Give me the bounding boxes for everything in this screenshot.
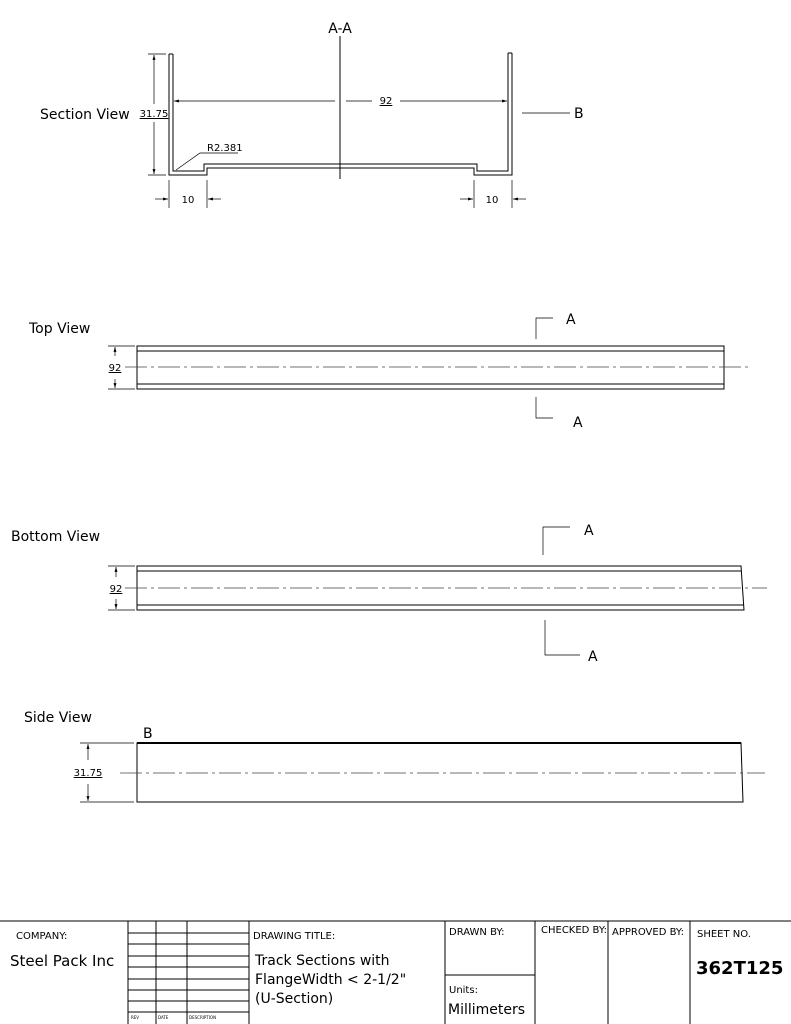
section-marker-a: A: [573, 415, 583, 431]
section-marker-a: A: [584, 523, 594, 539]
width-dim-text: 92: [380, 96, 393, 107]
drawing-title-line-1: Track Sections with: [254, 953, 390, 969]
section-marker-line: [535, 397, 553, 419]
section-marker-line: [535, 317, 553, 339]
top-view-outline: [136, 345, 725, 390]
description-header: DESCRIPTION: [189, 1015, 216, 1020]
company-name: Steel Pack Inc: [10, 952, 114, 970]
section-marker-line: [544, 620, 580, 656]
drawing-title-line-2: FlangeWidth < 2-1/2": [255, 972, 406, 988]
bottom-view-outline: [136, 565, 745, 611]
sheet-no-label: SHEET NO.: [697, 929, 751, 940]
drawn-by-label: DRAWN BY:: [449, 927, 505, 938]
side-view: Side View B 31.75: [24, 710, 765, 803]
radius-dim-text: R2.381: [207, 143, 243, 154]
view-marker-b: B: [574, 106, 584, 122]
side-height-dim-text: 31.75: [74, 768, 103, 779]
top-view-label: Top View: [28, 321, 90, 337]
top-width-dim-text: 92: [109, 363, 122, 374]
company-label: COMPANY:: [16, 931, 67, 942]
units-label: Units:: [449, 985, 478, 996]
height-dim-text: 31.75: [140, 109, 169, 120]
top-view: Top View 92 A A: [28, 312, 750, 431]
checked-by-label: CHECKED BY:: [541, 925, 607, 936]
left-flange-dim-text: 10: [182, 195, 195, 206]
section-marker-a: A: [566, 312, 576, 328]
drawing-title-line-3: (U-Section): [255, 991, 333, 1007]
side-view-outline: [136, 742, 744, 803]
units-value: Millimeters: [448, 1002, 525, 1018]
section-view: Section View A-A 92 31.75 R2.381 10 10 B: [40, 21, 584, 208]
drawing-title-label: DRAWING TITLE:: [253, 931, 335, 942]
approved-by-label: APPROVED BY:: [612, 927, 684, 938]
section-view-label: Section View: [40, 107, 130, 123]
radius-leader: [175, 152, 238, 171]
side-view-label: Side View: [24, 710, 92, 726]
view-marker-b: B: [143, 726, 153, 742]
title-block-grid: [127, 921, 691, 1024]
bottom-view-label: Bottom View: [11, 529, 100, 545]
rev-header: REV: [131, 1015, 139, 1020]
right-flange-dim-text: 10: [486, 195, 499, 206]
section-marker-a: A: [588, 649, 598, 665]
title-block: COMPANY: Steel Pack Inc REV DATE DESCRIP…: [0, 920, 791, 1024]
bottom-width-dim-text: 92: [110, 584, 123, 595]
date-header: DATE: [158, 1015, 169, 1020]
bottom-view: Bottom View 92 A A: [11, 523, 767, 665]
sheet-number: 362T125: [696, 958, 783, 979]
section-name-label: A-A: [328, 21, 352, 37]
section-marker-line: [542, 526, 570, 555]
